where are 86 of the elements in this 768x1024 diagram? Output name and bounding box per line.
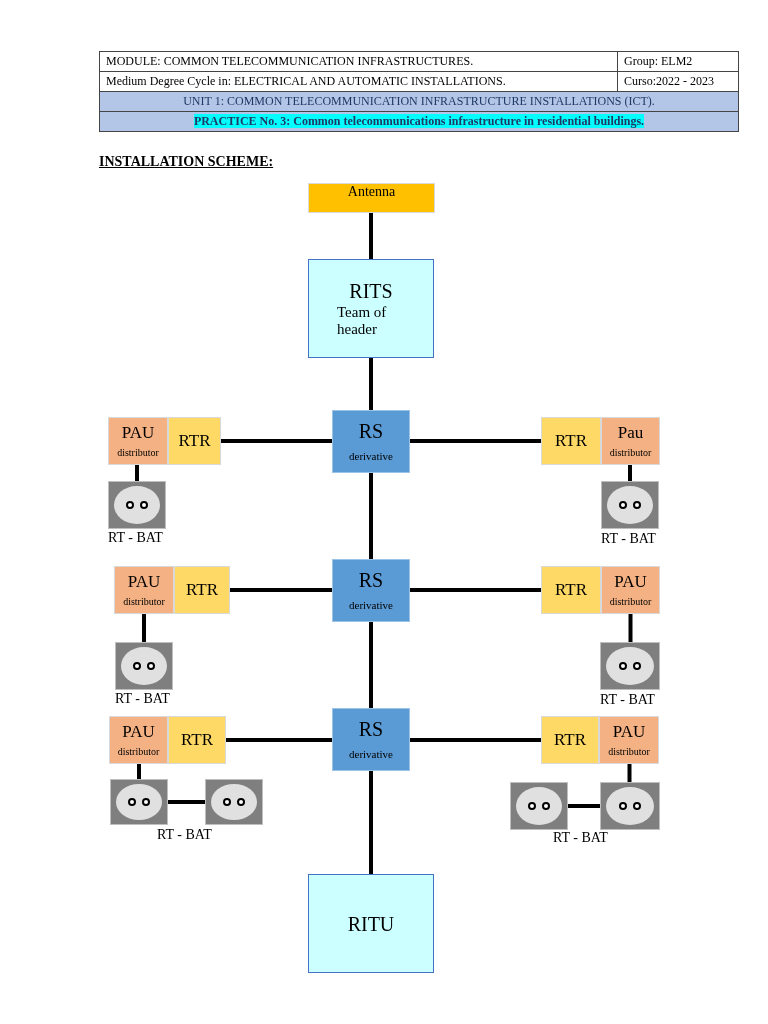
antenna-box — [308, 183, 435, 213]
socket-icon — [115, 642, 173, 690]
access-point-box — [601, 566, 660, 614]
cable-line — [410, 439, 541, 443]
cable-line — [628, 465, 632, 481]
section-heading: INSTALLATION SCHEME: — [99, 154, 274, 170]
network-box — [168, 417, 221, 465]
node-subtitle: distributor — [117, 446, 159, 458]
socket-label: RT - BAT — [600, 692, 655, 708]
node-subtitle: Team of header — [337, 304, 388, 337]
node-title: PAU — [614, 573, 647, 592]
cable-line — [168, 800, 205, 804]
node-subtitle: derivative — [349, 450, 393, 463]
cable-line — [627, 764, 632, 782]
node-title: PAU — [127, 573, 161, 592]
cable-line — [410, 588, 541, 592]
access-point-box — [599, 716, 659, 764]
socket-icon — [110, 779, 168, 825]
table-cell: MODULE: COMMON TELECOMMUNICATION INFRASTRUCTURES. — [99, 51, 618, 72]
node-subtitle: distributor — [123, 595, 165, 607]
socket-label: RT - BAT — [115, 691, 170, 707]
cable-line — [369, 622, 373, 708]
cable-line — [230, 588, 332, 592]
node-subtitle: distributor — [609, 595, 652, 607]
access-point-box — [108, 417, 168, 465]
node-subtitle: distributor — [117, 745, 160, 757]
socket-icon — [600, 782, 660, 830]
node-title: PAU — [612, 723, 646, 742]
network-box — [541, 417, 601, 465]
node-title: RTR — [178, 431, 211, 451]
cable-line — [226, 738, 332, 742]
cable-line — [135, 465, 139, 481]
node-title: Pau — [617, 424, 644, 443]
network-box — [541, 716, 599, 764]
cable-line — [369, 771, 373, 874]
node-title: RS — [358, 420, 384, 443]
node-title: RS — [358, 718, 384, 741]
node-title: RTR — [554, 431, 587, 451]
network-box — [168, 716, 226, 764]
cable-line — [410, 738, 541, 742]
node-subtitle: derivative — [349, 599, 393, 612]
node-title: RITU — [347, 912, 395, 935]
enclosure-box — [308, 259, 434, 358]
socket-label: RT - BAT — [108, 530, 163, 546]
node-subtitle: distributor — [608, 745, 650, 757]
table-cell: PRACTICE No. 3: Common telecommunications infrastructure in residential buildings. — [99, 111, 739, 132]
table-cell: Curso:2022 - 2023 — [617, 71, 739, 92]
socket-icon — [600, 642, 660, 690]
table-cell: Medium Degree Cycle in: ELECTRICAL AND AUTOMATIC INSTALLATIONS. — [99, 71, 618, 92]
node-title: RTR — [553, 730, 586, 750]
node-title: RTR — [554, 580, 587, 600]
access-point-box — [114, 566, 174, 614]
socket-icon — [205, 779, 263, 825]
cable-line — [142, 614, 146, 642]
splitter-box — [332, 559, 410, 622]
node-title: RITS — [349, 280, 393, 302]
network-box — [174, 566, 230, 614]
cable-line — [568, 804, 600, 808]
table-cell: Group: ELM2 — [617, 51, 739, 72]
cable-line — [221, 439, 332, 443]
network-box — [541, 566, 601, 614]
cable-line — [628, 614, 633, 642]
cable-line — [369, 213, 373, 259]
socket-icon — [510, 782, 568, 830]
access-point-box — [109, 716, 168, 764]
socket-icon — [108, 481, 166, 529]
node-subtitle: distributor — [609, 446, 652, 458]
node-title: Antenna — [347, 184, 396, 200]
socket-label: RT - BAT — [157, 827, 212, 843]
cable-line — [137, 764, 141, 779]
cable-line — [369, 473, 373, 559]
node-subtitle: derivative — [349, 748, 393, 761]
node-title: PAU — [121, 424, 155, 443]
cable-line — [369, 358, 373, 410]
socket-label: RT - BAT — [553, 830, 608, 846]
enclosure-box — [308, 874, 434, 973]
socket-icon — [601, 481, 659, 529]
splitter-box — [332, 410, 410, 473]
node-title: RS — [358, 569, 384, 592]
node-title: PAU — [122, 723, 155, 742]
splitter-box — [332, 708, 410, 771]
node-title: RTR — [180, 730, 213, 750]
node-title: RTR — [185, 580, 218, 600]
table-cell: UNIT 1: COMMON TELECOMMUNICATION INFRASTRUCTURE INSTALLATIONS (ICT). — [99, 91, 739, 112]
socket-label: RT - BAT — [601, 531, 656, 547]
access-point-box — [601, 417, 660, 465]
